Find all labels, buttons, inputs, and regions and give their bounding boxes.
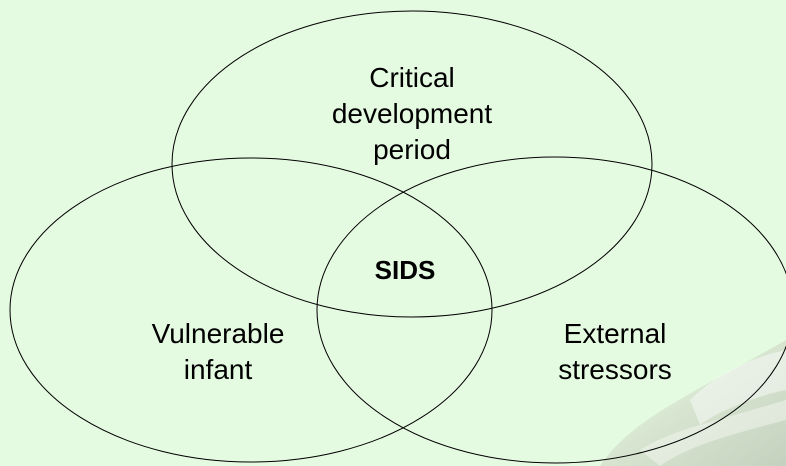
label-external-stressors: External stressors bbox=[520, 316, 710, 388]
label-vulnerable-infant: Vulnerable infant bbox=[118, 316, 318, 388]
background-decoration bbox=[600, 340, 786, 466]
label-line: stressors bbox=[558, 354, 672, 385]
circle-external-stressors bbox=[316, 156, 786, 464]
circle-vulnerable-infant bbox=[9, 157, 493, 463]
center-text: SIDS bbox=[374, 255, 436, 285]
label-line: development bbox=[331, 98, 493, 129]
label-line: External bbox=[563, 318, 667, 349]
label-line: Vulnerable bbox=[151, 318, 285, 349]
label-line: period bbox=[373, 134, 451, 165]
label-critical-development-period: Critical development period bbox=[292, 60, 532, 168]
circle-critical-development-period bbox=[171, 10, 653, 318]
label-sids: SIDS bbox=[345, 252, 465, 288]
label-line: Critical bbox=[369, 62, 455, 93]
label-line: infant bbox=[183, 354, 253, 385]
